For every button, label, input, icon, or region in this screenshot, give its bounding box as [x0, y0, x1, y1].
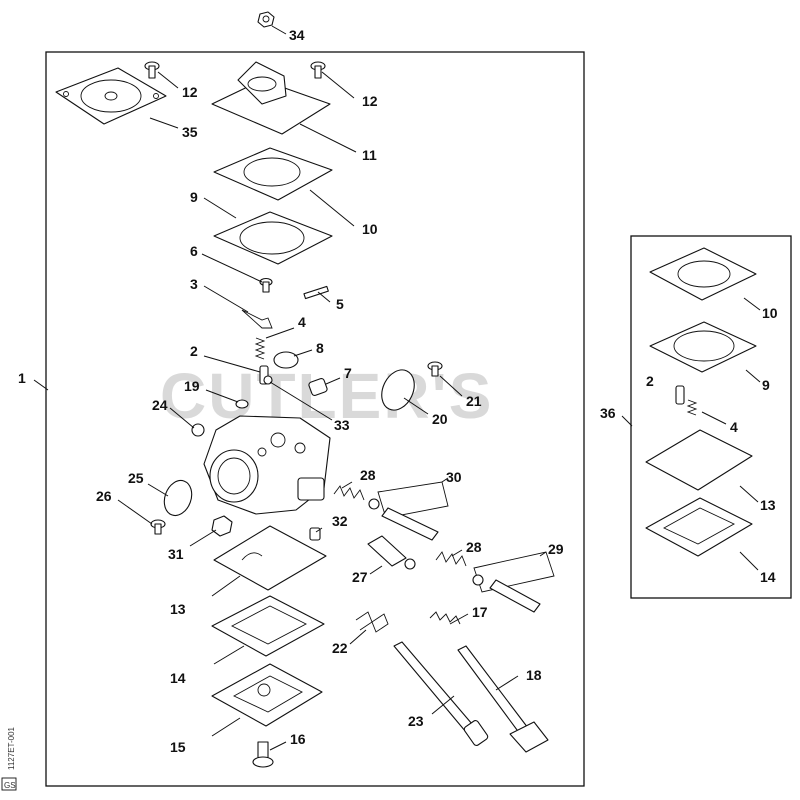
callout-3: 3	[190, 276, 198, 292]
callout-10: 10	[362, 221, 378, 237]
kit-label-36: 36	[600, 405, 616, 421]
part-9-diaphragm	[213, 211, 333, 265]
callout-17: 17	[472, 604, 488, 620]
part-22-spring	[355, 611, 389, 633]
kit-part-4-spring	[686, 399, 698, 416]
kit-part-14-gasket	[645, 497, 753, 557]
callout-24: 24	[152, 397, 168, 413]
callout-1: 1	[18, 370, 26, 386]
part-15-pump-body	[211, 663, 323, 727]
document-code: 1127ET-001	[7, 726, 16, 770]
part-11-pump-cover	[211, 61, 331, 135]
callout-30: 30	[446, 469, 462, 485]
part-3-lever	[241, 309, 273, 329]
callout-9: 9	[190, 189, 198, 205]
callout-6: 6	[190, 243, 198, 259]
kit-part-9-diaphragm	[649, 321, 757, 373]
kit-callout-13: 13	[760, 497, 776, 513]
kit-part-10-gasket	[649, 247, 757, 301]
part-23-throttle-shaft	[393, 641, 489, 746]
part-28-spring-upper	[333, 485, 365, 501]
part-5-pin	[303, 285, 329, 300]
part-29-adjusting-screw	[472, 551, 555, 613]
callout-25: 25	[128, 470, 144, 486]
callout-7: 7	[344, 365, 352, 381]
repair-kit-frame	[630, 235, 792, 599]
kit-callout-2: 2	[646, 373, 654, 389]
callout-8: 8	[316, 340, 324, 356]
callout-16: 16	[290, 731, 306, 747]
leader-lines	[33, 25, 761, 751]
part-26-screw	[150, 519, 166, 535]
part-12-screw-right	[310, 61, 326, 79]
carburetor-body	[203, 415, 331, 515]
part-24-ring	[191, 423, 205, 437]
part-6-screw	[259, 277, 273, 293]
part-25-plate	[163, 479, 193, 517]
part-12-screw-left	[144, 61, 160, 79]
part-8-plug	[273, 351, 299, 369]
callout-19: 19	[184, 378, 200, 394]
part-16-screw	[252, 741, 274, 768]
part-19-clip	[235, 399, 249, 409]
part-17-spring	[429, 611, 461, 625]
callout-4: 4	[298, 314, 306, 330]
part-20-throttle-plate	[381, 369, 415, 411]
callout-14: 14	[170, 670, 186, 686]
part-4-spring	[254, 337, 266, 360]
callout-27: 27	[352, 569, 368, 585]
callout-28-lower: 28	[466, 539, 482, 555]
callout-34: 34	[289, 27, 305, 43]
callout-33: 33	[334, 417, 350, 433]
part-7-bushing	[308, 377, 328, 397]
document-code-sub: GS	[4, 781, 16, 790]
part-27-idle-screw	[367, 535, 416, 570]
callout-15: 15	[170, 739, 186, 755]
part-28-spring-lower	[435, 551, 467, 567]
callout-12-right: 12	[362, 93, 378, 109]
callout-13: 13	[170, 601, 186, 617]
callout-5: 5	[336, 296, 344, 312]
part-31-nut	[211, 515, 233, 537]
part-14-gasket	[211, 595, 325, 657]
kit-callout-14: 14	[760, 569, 776, 585]
callout-2: 2	[190, 343, 198, 359]
callout-32: 32	[332, 513, 348, 529]
callout-labels: 34 12 12 35 11 9 10 6 3 5 4 8 2 7 19 24 …	[18, 27, 778, 755]
callout-18: 18	[526, 667, 542, 683]
callout-31: 31	[168, 546, 184, 562]
part-10-gasket	[213, 147, 333, 201]
part-30-adjusting-screw	[368, 481, 449, 541]
kit-callout-9: 9	[762, 377, 770, 393]
callout-12-left: 12	[182, 84, 198, 100]
callout-29: 29	[548, 541, 564, 557]
part-34-nut	[257, 11, 275, 28]
part-18-choke-shaft	[457, 645, 549, 753]
part-35-cover-plate	[55, 67, 167, 125]
callout-21: 21	[466, 393, 482, 409]
document-code-box	[1, 777, 17, 791]
callout-20: 20	[432, 411, 448, 427]
callout-28-upper: 28	[360, 467, 376, 483]
callout-22: 22	[332, 640, 348, 656]
callout-23: 23	[408, 713, 424, 729]
part-21-screw	[427, 361, 443, 377]
callout-26: 26	[96, 488, 112, 504]
kit-callout-10: 10	[762, 305, 778, 321]
callout-11: 11	[362, 147, 377, 163]
part-13-metering-diaphragm	[213, 525, 327, 591]
callout-35: 35	[182, 124, 198, 140]
kit-part-13-metering-diaphragm	[645, 429, 753, 491]
kit-callout-4: 4	[730, 419, 738, 435]
main-assembly-frame	[45, 51, 585, 787]
kit-part-2-inlet-needle	[675, 385, 685, 405]
